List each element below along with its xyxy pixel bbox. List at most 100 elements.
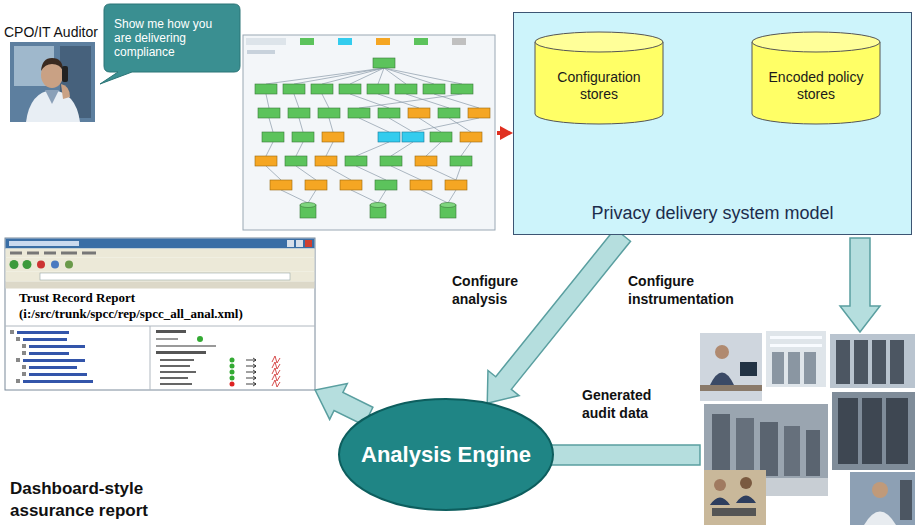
- cylinder-body: [752, 42, 880, 124]
- report-window-frame-part: [246, 364, 256, 368]
- flow-arrow-part: [840, 238, 880, 332]
- report-window-frame: [5, 238, 315, 390]
- report-window-frame-part: [44, 252, 56, 255]
- goal-tree-screenshot-part: [300, 203, 316, 208]
- goal-tree-screenshot-part: [452, 38, 466, 45]
- engine-ellipse: Analysis Engine: [337, 397, 555, 512]
- report-window-frame-part: [156, 330, 186, 333]
- report-window-frame-part: [82, 252, 96, 255]
- report-window-frame-part: [5, 238, 315, 390]
- goal-tree-screenshot-part: [415, 156, 437, 166]
- speech-bubble: Show me how you are delivering complianc…: [104, 4, 240, 72]
- edge-label: Configure analysis: [452, 272, 552, 308]
- goal-tree-screenshot-part: [438, 108, 460, 118]
- goal-tree-screenshot-part: [311, 84, 333, 94]
- auditor-photo-part: [61, 84, 70, 99]
- operations-photos-part: [784, 426, 800, 476]
- goal-tree-screenshot-part: [450, 156, 472, 166]
- role-label: CPO/IT Auditor: [4, 23, 98, 41]
- goal-tree-screenshot-part: [258, 108, 280, 118]
- engine-outline: [339, 399, 553, 510]
- report-window-frame-part: [272, 374, 280, 381]
- operations-photos-part: [886, 398, 908, 464]
- goal-tree-screenshot-part: [430, 132, 452, 142]
- report-window-frame-part: [16, 337, 20, 341]
- auditor-photo: [10, 42, 95, 122]
- report-window-frame-part: [230, 382, 235, 387]
- report-window-frame-part: [23, 338, 67, 341]
- goal-tree-screenshot-part: [451, 84, 473, 94]
- report-window-frame-part: [40, 273, 290, 280]
- report-window-frame-part: [22, 365, 26, 369]
- bubble-outline: [100, 4, 240, 84]
- report-window-frame-part: [287, 240, 294, 247]
- report-window-frame-part: [160, 371, 196, 373]
- report-window-frame-part: [17, 331, 69, 334]
- operations-photos-part: [862, 398, 882, 464]
- auditor-photo-part: [10, 42, 95, 122]
- operations-photos-part: [760, 422, 778, 476]
- operations-photos-part: [712, 414, 730, 476]
- report-window-frame-part: [230, 358, 235, 363]
- goal-tree-screenshot-part: [246, 38, 286, 45]
- goal-tree-screenshot-part: [255, 84, 277, 94]
- operations-photos-part: [736, 418, 754, 476]
- goal-tree-screenshot-part: [300, 38, 314, 45]
- report-window-frame-part: [160, 365, 190, 367]
- node-text: Show me how you are delivering complianc…: [114, 17, 218, 59]
- report-window-frame-part: [197, 336, 203, 342]
- goal-tree-screenshot-part: [373, 58, 395, 68]
- report-window-frame-part: [6, 282, 315, 289]
- report-window-frame-part: [6, 272, 315, 282]
- datastore-cylinder: Encoded policy stores: [751, 31, 881, 125]
- goal-tree-screenshot-part: [402, 132, 424, 142]
- goal-tree-screenshot-part: [338, 38, 352, 45]
- operations-photos-part: [710, 496, 756, 506]
- report-window-frame-part: [23, 380, 93, 383]
- report-window-frame-part: [246, 358, 256, 362]
- report-window-frame-part: [296, 240, 303, 247]
- operations-photos-part: [714, 479, 726, 491]
- operations-photos-part: [766, 331, 826, 387]
- goal-tree-screenshot-part: [370, 203, 386, 208]
- goal-tree-screenshot-part: [318, 108, 340, 118]
- red-pointer-arrow: [497, 126, 513, 140]
- report-window-frame-part: [6, 249, 315, 258]
- goal-tree-screenshot-part: [315, 156, 337, 166]
- report-window-frame-part: [160, 359, 194, 361]
- flow-label: Configure instrumentation: [628, 272, 778, 308]
- report-window-frame-part: [10, 260, 19, 269]
- operations-photos-part: [804, 352, 816, 384]
- report-window-frame-part: [6, 258, 315, 272]
- caption-label: Dashboard-style assurance report: [10, 478, 185, 522]
- report-window-frame-part: [230, 364, 235, 369]
- goal-tree-screenshot-part: [247, 50, 275, 54]
- operations-photos-part: [890, 340, 904, 384]
- operations-photos-part: [836, 340, 850, 384]
- goal-tree-screenshot-part: [339, 84, 361, 94]
- report-window-frame-part: [61, 252, 77, 255]
- report-window: Trust Record Report (i:/src/trunk/spcc/r…: [5, 238, 317, 390]
- report-window-frame-part: [22, 351, 26, 355]
- goal-tree-screenshot-part: [270, 180, 292, 190]
- report-window-frame-part: [272, 368, 280, 375]
- goal-tree-screenshot-part: [376, 38, 390, 45]
- goal-tree-screenshot-part: [283, 84, 305, 94]
- report-window-frame-part: [23, 260, 32, 269]
- operations-photos-part: [806, 430, 820, 476]
- report-window-frame-part: [305, 240, 312, 247]
- red-pointer-arrow-part: [500, 126, 513, 140]
- goal-tree-screenshot-part: [410, 180, 432, 190]
- operations-photos-part: [864, 512, 896, 526]
- goal-tree-screenshot-part: [468, 108, 490, 118]
- operations-photos-part: [740, 362, 757, 376]
- flow-arrow: [487, 229, 630, 404]
- report-window-frame-part: [246, 376, 256, 380]
- report-window-frame-part: [51, 261, 59, 269]
- operations-photos: [700, 331, 915, 525]
- goal-tree-screenshot-part: [395, 84, 417, 94]
- operations-photos-part: [788, 352, 800, 384]
- goal-tree-screenshot-part: [414, 38, 428, 45]
- report-window-frame-part: [29, 366, 77, 369]
